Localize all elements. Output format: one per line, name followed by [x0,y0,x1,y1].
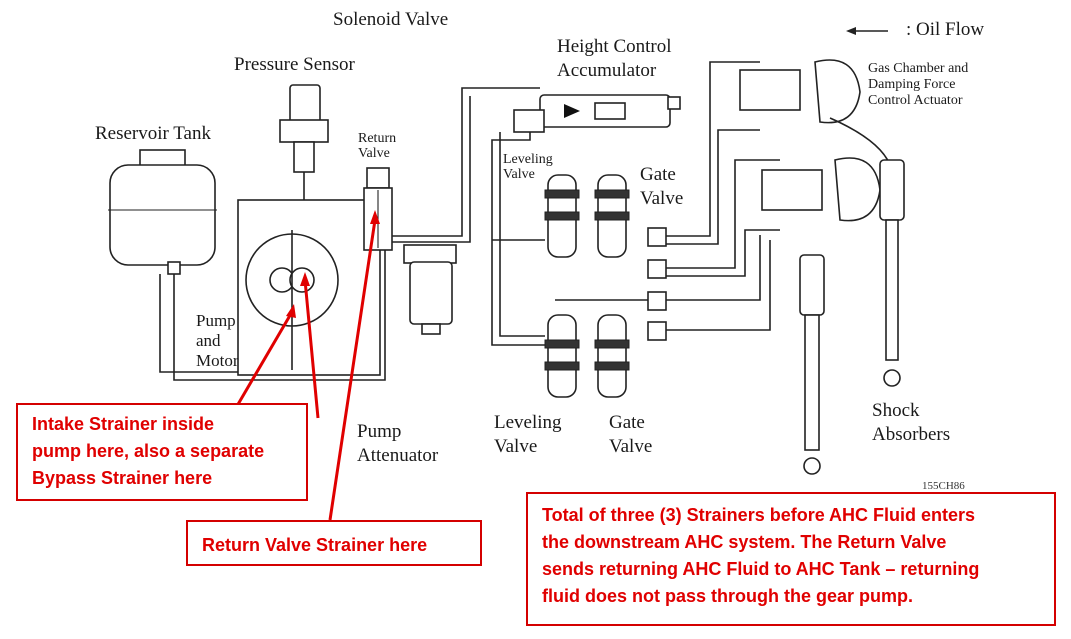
label-return: Return [358,131,397,146]
pipe-main-2 [392,96,471,243]
pointer-intake-2 [228,311,294,419]
intake-note-line-2: pump here, also a separate [32,441,265,461]
summary-note: Total of three (3) Strainers before AHC … [526,492,1056,626]
upper-valves [544,174,667,279]
arrowhead-intake-2 [286,304,296,318]
label-damping-force: Damping Force [868,77,956,92]
label-leveling-bottom: Leveling [494,412,562,433]
return-valve-strainer-note: Return Valve Strainer here [186,520,482,566]
pipe-valves-2 [499,132,545,337]
label-accumulator: Accumulator [557,60,657,81]
label-solenoid-valve: Solenoid Valve [333,9,449,30]
label-gate-bottom: Gate [609,412,645,433]
rear-shock-absorber [799,254,825,475]
pressure-sensor [279,84,329,200]
arrowhead-return [370,210,380,224]
label-pump: Pump [196,311,236,330]
pipe-tank-return [173,240,386,381]
pipe-rear-4 [666,240,771,331]
figure-code: 155CH86 [922,480,965,492]
return-valve [363,167,393,251]
pump-attenuator [403,244,457,335]
intake-strainer-note: Intake Strainer inside pump here, also a… [16,403,308,501]
label-leveling-valve-small: Valve [503,167,535,182]
oil-flow-arrow-icon [846,27,888,35]
pump-and-motor [237,199,381,376]
label-pump-attenuator-2: Attenuator [357,445,439,466]
pipe-front-1 [666,61,760,237]
intake-note-line-1: Intake Strainer inside [32,414,215,434]
label-gate-top: Gate [640,164,676,185]
front-shock-absorber [879,159,905,387]
legend-oil-flow: : Oil Flow [906,19,985,40]
pipe-rear-3 [666,235,761,301]
label-gate-valve-bottom: Valve [609,436,653,457]
label-leveling-small: Leveling [503,152,553,167]
summary-line-3: sends returning AHC Fluid to AHC Tank – … [542,559,980,579]
pipe-rear-2 [666,229,780,277]
reservoir-tank [108,149,217,275]
pointer-return [328,219,377,521]
lower-actuator [761,157,881,222]
label-return-valve: Valve [358,146,390,161]
label-motor: Motor [196,351,239,370]
pointer-intake [303,279,320,419]
label-control-actuator: Control Actuator [868,93,963,108]
lower-valves [544,291,667,398]
label-and: and [196,331,221,350]
pipe-tank-intake [159,274,250,373]
label-shock: Shock [872,400,920,421]
label-shock-absorbers: Absorbers [872,424,951,445]
return-note-line-1: Return Valve Strainer here [202,535,428,555]
label-pressure-sensor: Pressure Sensor [234,54,355,75]
summary-line-1: Total of three (3) Strainers before AHC … [542,505,976,525]
intake-note-line-3: Bypass Strainer here [32,468,213,488]
label-gas-chamber: Gas Chamber and [868,61,969,76]
label-reservoir-tank: Reservoir Tank [95,123,211,144]
label-height-control: Height Control [557,36,672,57]
height-control-accumulator [539,94,681,128]
solenoid-valve [513,109,545,133]
pipe-main [392,87,540,237]
pipe-valves [491,132,545,346]
pipe-front-2 [666,129,760,245]
summary-line-2: the downstream AHC system. The Return Va… [542,532,947,552]
pipe-rear-1 [666,159,780,269]
label-leveling-valve-bottom: Valve [494,436,538,457]
arrowhead-intake [300,272,310,286]
label-gate-valve-top: Valve [640,188,684,209]
label-pump-attenuator-1: Pump [357,421,402,442]
summary-line-4: fluid does not pass through the gear pum… [542,586,914,606]
